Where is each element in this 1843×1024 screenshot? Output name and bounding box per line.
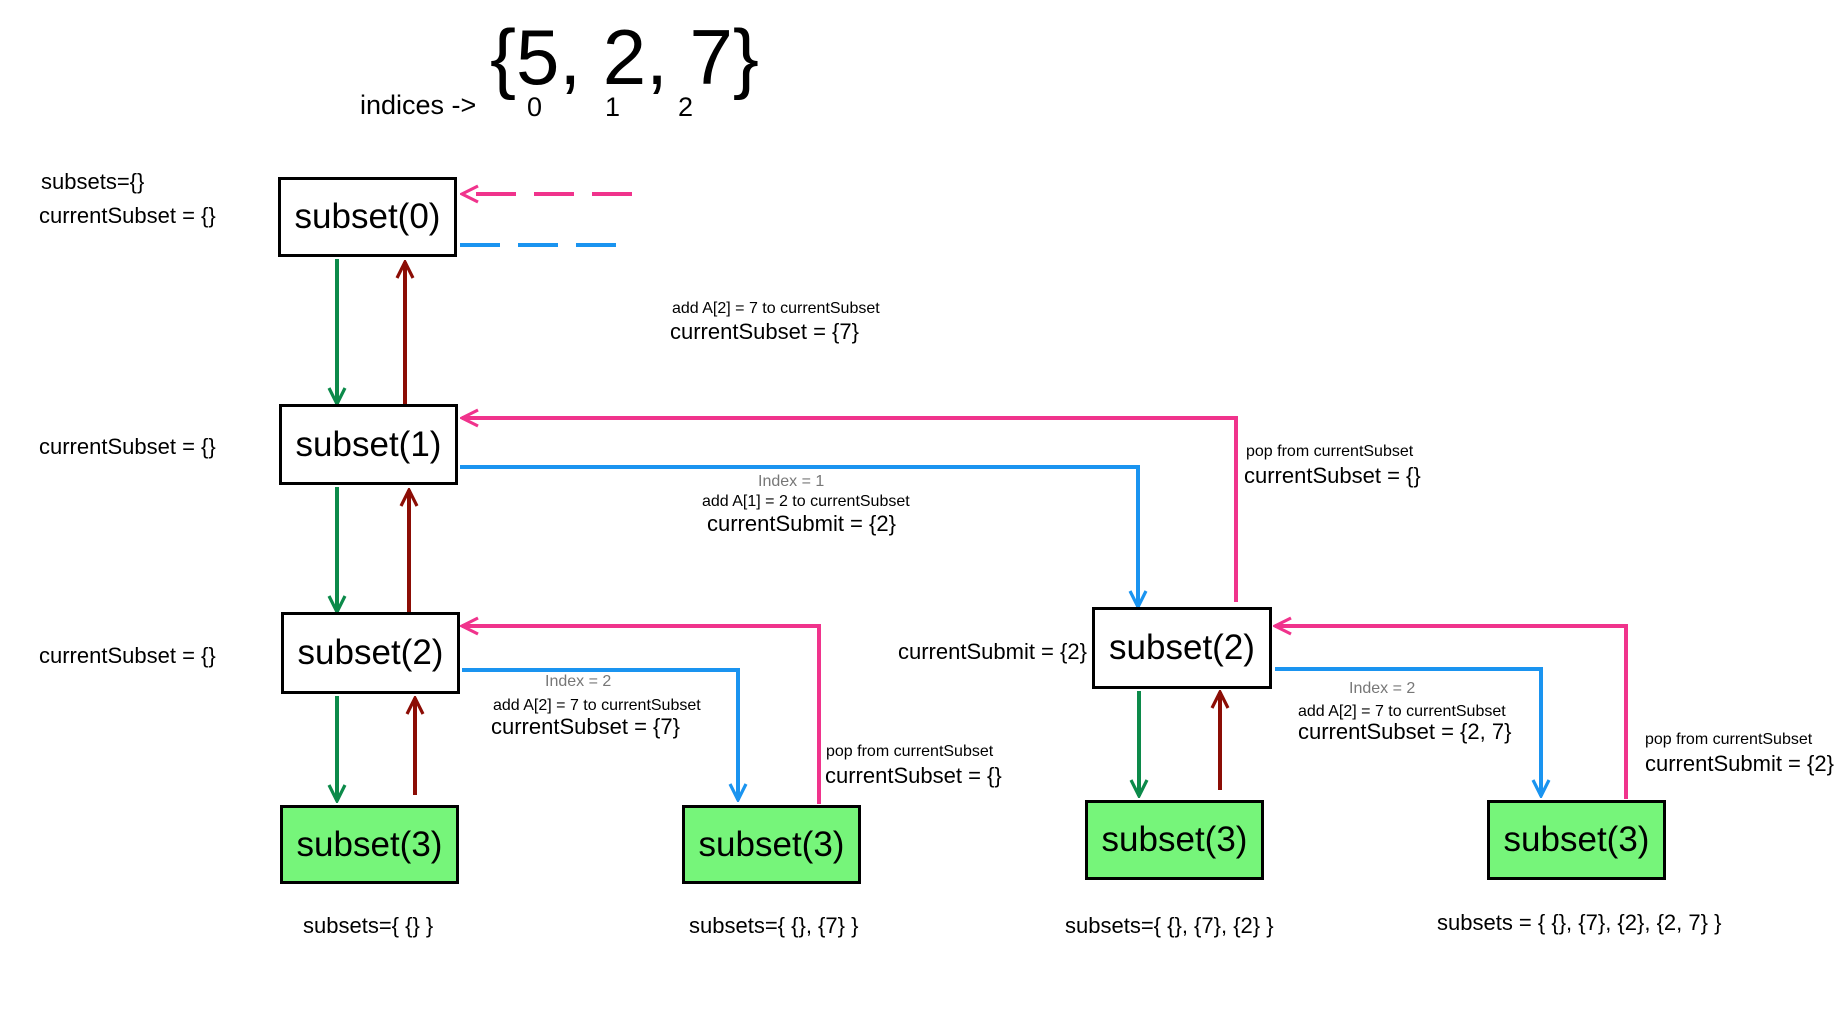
blue-arrow-2a-to-3b [462, 668, 738, 800]
pop-current-annotation-3: currentSubmit = {2} [1645, 751, 1834, 776]
current-subset-1-label: currentSubset = {} [39, 434, 216, 459]
blue-arrow-1-to-2b [460, 465, 1138, 607]
pop-current-annotation-2: currentSubset = {} [825, 763, 1002, 788]
right-add-annotation: add A[2] = 7 to currentSubset [1298, 703, 1506, 720]
left-index-annotation: Index = 2 [545, 673, 612, 690]
index-1: 1 [605, 92, 621, 122]
set-title: {5, 2, 7} [490, 13, 759, 101]
pink-arrow-2b-to-1 [462, 418, 1238, 602]
current-subset-2-label: currentSubset = {} [39, 643, 216, 668]
left-add-annotation: add A[2] = 7 to currentSubset [493, 697, 701, 714]
pink-arrow-3b-to-2a [462, 626, 821, 804]
subsets-result-2: subsets={ {}, {7} } [689, 913, 859, 938]
subsets-initial-label: subsets={} [41, 169, 145, 194]
node-subset-3-b: subset(3) [682, 805, 861, 884]
mid-add-annotation: add A[1] = 2 to currentSubset [702, 493, 910, 510]
mid-index-annotation: Index = 1 [758, 473, 825, 490]
pink-arrow-3d-to-2b [1275, 626, 1628, 799]
node-subset-2-left: subset(2) [281, 612, 460, 694]
indices-label: indices -> [360, 90, 477, 120]
pop-annotation-2: pop from currentSubset [826, 743, 994, 760]
current-subset-0-label: currentSubset = {} [39, 203, 216, 228]
subsets-result-3: subsets={ {}, {7}, {2} } [1065, 913, 1274, 938]
top-add-annotation: add A[2] = 7 to currentSubset [672, 300, 880, 317]
left-current-annotation: currentSubset = {7} [491, 714, 680, 739]
right-current-annotation: currentSubset = {2, 7} [1298, 719, 1512, 744]
mid-current-annotation: currentSubmit = {2} [707, 511, 896, 536]
subsets-result-4: subsets = { {}, {7}, {2}, {2, 7} } [1437, 910, 1722, 935]
top-current-annotation: currentSubset = {7} [670, 319, 859, 344]
node-subset-3-c: subset(3) [1085, 800, 1264, 880]
index-2: 2 [678, 92, 694, 122]
subsets-result-1: subsets={ {} } [303, 913, 434, 938]
node-subset-1: subset(1) [279, 404, 458, 485]
right-index-annotation: Index = 2 [1349, 680, 1416, 697]
blue-arrow-2b-to-3d [1275, 667, 1541, 796]
index-0: 0 [527, 92, 543, 122]
node-subset-2-right: subset(2) [1092, 607, 1272, 689]
pop-annotation-3: pop from currentSubset [1645, 731, 1813, 748]
pop-current-annotation-1: currentSubset = {} [1244, 463, 1421, 488]
right-side-current-annotation: currentSubmit = {2} [898, 639, 1087, 664]
node-subset-0: subset(0) [278, 177, 457, 257]
node-subset-3-d: subset(3) [1487, 800, 1666, 880]
node-subset-3-a: subset(3) [280, 805, 459, 884]
pop-annotation-1: pop from currentSubset [1246, 443, 1414, 460]
